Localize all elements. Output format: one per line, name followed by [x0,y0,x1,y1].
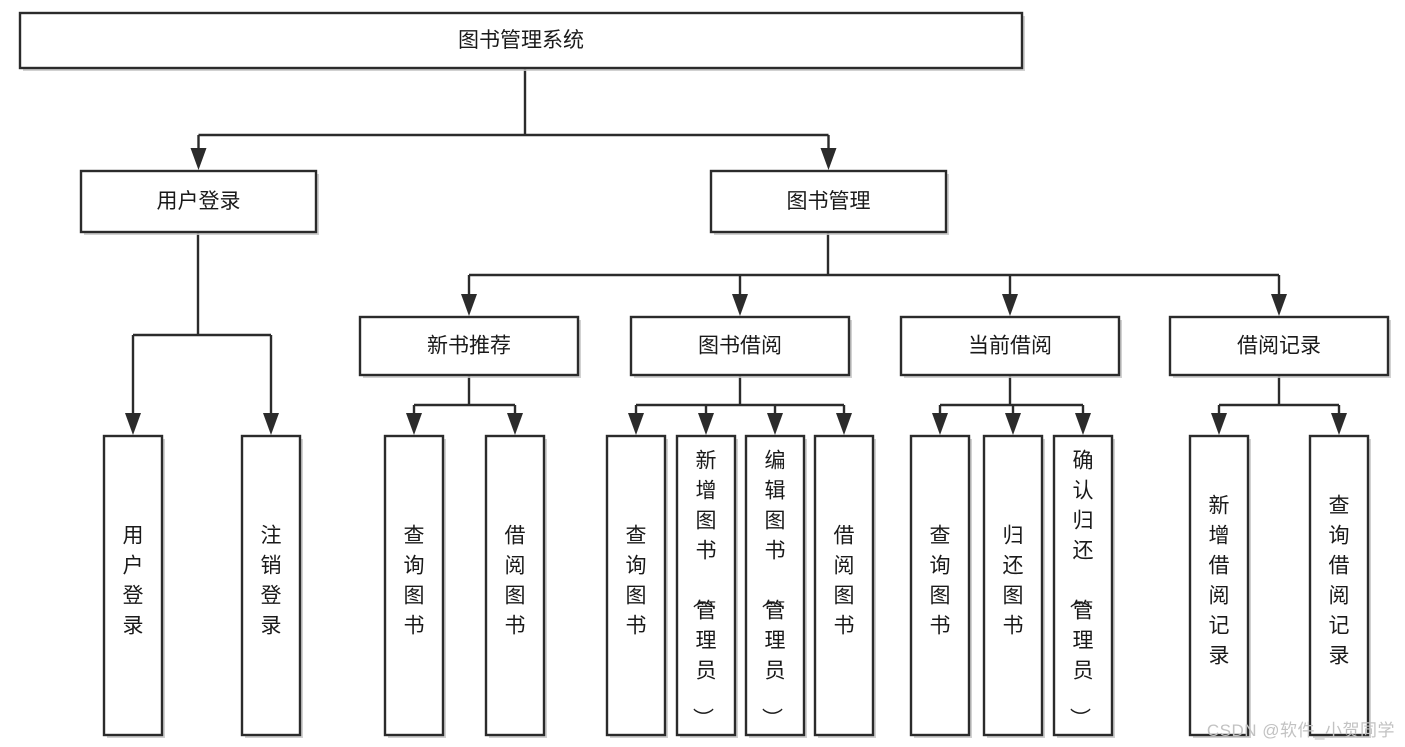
connector-group-new-book-rec [406,375,523,435]
node-label: 新书推荐 [427,335,511,358]
node-label: 确认归还（管理员） [1068,450,1094,729]
node-label: 用户登录 [123,525,144,638]
node-box[interactable] [605,434,667,737]
arrow-head-icon [507,413,523,435]
node-leaf-cur-confirm-return[interactable]: 确认归还（管理员） [1052,434,1115,738]
node-label: 查询图书 [404,525,425,638]
node-label: 用户登录 [157,190,241,213]
node-book-borrow[interactable]: 图书借阅 [629,315,852,378]
node-box[interactable] [1052,434,1114,737]
arrow-head-icon [190,148,207,170]
node-leaf-borrow-borrow-book[interactable]: 借阅图书 [813,434,876,738]
arrow-head-icon [1271,294,1287,316]
connector-group-current-borrow [932,375,1091,435]
connector-group-borrow-record [1211,375,1347,435]
node-box[interactable] [982,434,1044,737]
node-leaf-borrow-query-book[interactable]: 查询图书 [605,434,668,738]
node-leaf-cur-query-book[interactable]: 查询图书 [909,434,972,738]
node-box[interactable] [899,315,1121,377]
arrow-head-icon [263,413,279,435]
arrow-head-icon [820,148,837,170]
node-box[interactable] [79,169,318,234]
arrow-head-icon [698,413,714,435]
connector-layer [125,68,1347,435]
node-leaf-borrow-add-book[interactable]: 新增图书（管理员） [675,434,738,738]
node-label: 借阅图书 [834,525,855,638]
arrow-head-icon [1002,294,1018,316]
node-box[interactable] [102,434,164,737]
node-box[interactable] [744,434,806,737]
node-box[interactable] [383,434,445,737]
node-leaf-user-login[interactable]: 用户登录 [102,434,165,738]
node-box[interactable] [1188,434,1250,737]
arrow-head-icon [836,413,852,435]
connector-group-book-borrow [628,375,852,435]
node-box[interactable] [675,434,737,737]
arrow-head-icon [1331,413,1347,435]
node-label: 编辑图书（管理员） [760,450,786,729]
node-leaf-user-logout[interactable]: 注销登录 [240,434,303,738]
arrow-head-icon [461,294,477,316]
node-box[interactable] [813,434,875,737]
node-book-manage[interactable]: 图书管理 [709,169,949,235]
node-leaf-rec-query-book[interactable]: 查询图书 [383,434,446,738]
arrow-head-icon [628,413,644,435]
node-box[interactable] [629,315,851,377]
node-leaf-rec-add-record[interactable]: 新增借阅记录 [1188,434,1251,738]
arrow-head-icon [1211,413,1227,435]
node-leaf-cur-return-book[interactable]: 归还图书 [982,434,1045,738]
node-label: 图书借阅 [698,335,782,358]
node-label: 归还图书 [1003,525,1024,638]
csdn-watermark: CSDN @软件_小贺同学 [1206,721,1395,740]
arrow-head-icon [1005,413,1021,435]
node-label: 借阅记录 [1237,335,1321,358]
node-label: 查询图书 [626,525,647,638]
arrow-head-icon [1075,413,1091,435]
arrow-head-icon [732,294,748,316]
node-label: 图书管理 [787,190,871,213]
node-box[interactable] [1168,315,1390,377]
connector-group-book-manage [461,232,1287,316]
node-label: 新增借阅记录 [1209,495,1230,668]
node-box[interactable] [909,434,971,737]
node-user-login[interactable]: 用户登录 [79,169,319,235]
node-box[interactable] [709,169,948,234]
node-label: 当前借阅 [968,335,1052,358]
node-label: 图书管理系统 [458,29,584,52]
connector-group-user-login [125,232,279,435]
arrow-head-icon [125,413,141,435]
node-box[interactable] [1308,434,1370,737]
node-leaf-rec-query-record[interactable]: 查询借阅记录 [1308,434,1371,738]
node-label: 查询借阅记录 [1329,495,1350,668]
node-borrow-record[interactable]: 借阅记录 [1168,315,1391,378]
node-box[interactable] [358,315,580,377]
node-label: 注销登录 [261,525,282,638]
arrow-head-icon [767,413,783,435]
node-box[interactable] [484,434,546,737]
node-new-book-rec[interactable]: 新书推荐 [358,315,581,378]
node-label: 查询图书 [930,525,951,638]
node-current-borrow[interactable]: 当前借阅 [899,315,1122,378]
node-root[interactable]: 图书管理系统 [18,11,1025,71]
node-leaf-borrow-edit-book[interactable]: 编辑图书（管理员） [744,434,807,738]
node-box[interactable] [18,11,1024,70]
node-label: 借阅图书 [505,525,526,638]
arrow-head-icon [406,413,422,435]
node-leaf-rec-borrow-book[interactable]: 借阅图书 [484,434,547,738]
node-box[interactable] [240,434,302,737]
node-label: 新增图书（管理员） [691,450,717,729]
arrow-head-icon [932,413,948,435]
node-layer: 图书管理系统用户登录图书管理新书推荐图书借阅当前借阅借阅记录用户登录注销登录查询… [18,11,1391,738]
connector-group-root [190,68,837,170]
